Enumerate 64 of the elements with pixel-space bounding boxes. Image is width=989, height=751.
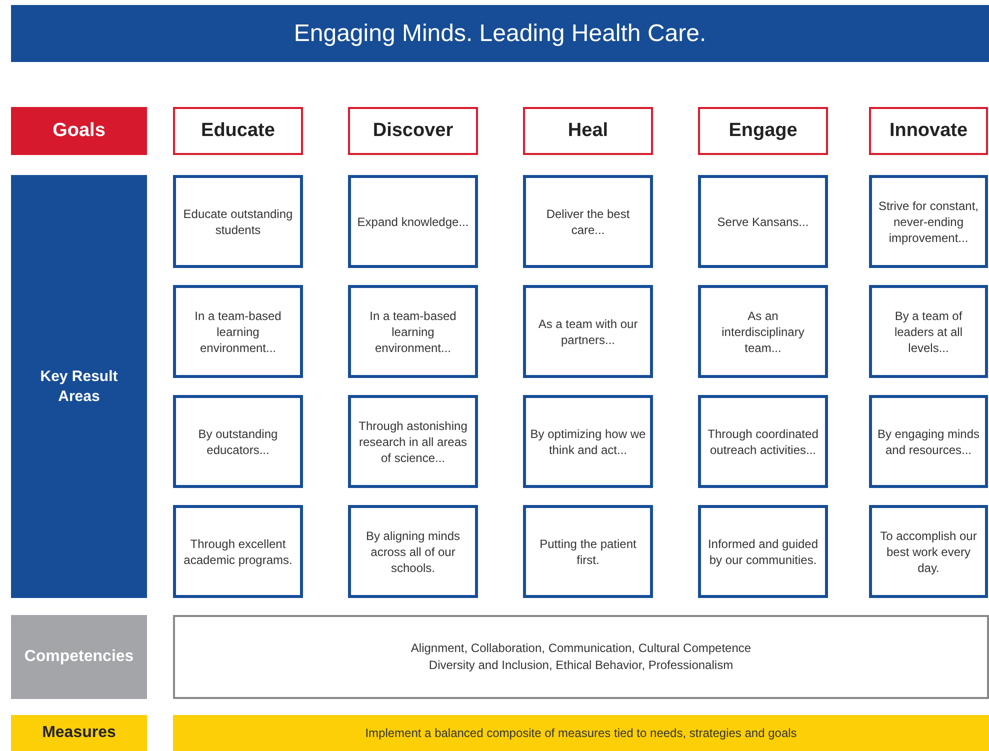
node-text: In a team-based learning environment... — [368, 308, 458, 356]
key-result-areas-label — [11, 175, 147, 598]
node-text: Key Result Areas — [39, 366, 119, 406]
node-text: By a team of leaders at all levels... — [893, 308, 964, 356]
node-text: By outstanding educators... — [197, 426, 279, 458]
key-result-box — [523, 505, 653, 598]
key-result-box — [698, 505, 828, 598]
key-result-box — [348, 395, 478, 488]
key-result-box — [523, 395, 653, 488]
measures-bar — [173, 715, 989, 751]
node-text: Measures — [42, 723, 116, 743]
node-text: Through excellent academic programs. — [182, 536, 294, 568]
node-text: Implement a balanced composite of measures tied to needs, strategies and goals — [365, 725, 797, 742]
node-text: Innovate — [889, 118, 968, 143]
key-result-box — [348, 285, 478, 378]
goal-box — [698, 107, 828, 155]
node-text: To accomplish our best work every day. — [879, 528, 978, 576]
key-result-box — [173, 285, 303, 378]
node-text: Discover — [372, 118, 454, 143]
key-result-box — [173, 505, 303, 598]
key-result-box — [698, 395, 828, 488]
node-text: Competencies — [24, 647, 134, 667]
key-result-box — [523, 175, 653, 268]
node-text: Engage — [728, 118, 798, 143]
goal-box — [173, 107, 303, 155]
competencies-label — [11, 615, 147, 699]
key-result-box — [173, 395, 303, 488]
key-result-box — [348, 505, 478, 598]
node-text: Alignment, Collaboration, Communication, Cultural Competence — [410, 640, 752, 657]
node-text: Expand knowledge... — [357, 214, 469, 230]
goal-box — [869, 107, 988, 155]
goal-box — [523, 107, 653, 155]
node-text: Educate outstanding students — [182, 206, 294, 238]
node-text: Through astonishing research in all areas of science... — [358, 418, 468, 466]
key-result-box — [869, 395, 988, 488]
title-banner: Engaging Minds. Leading Health Care. — [11, 5, 989, 62]
node-text: As an interdisciplinary team... — [720, 308, 806, 356]
key-result-box — [869, 175, 988, 268]
node-text: Informed and guided by our communities. — [706, 536, 820, 568]
node-text: Deliver the best care... — [545, 206, 631, 238]
measures-label — [11, 715, 147, 751]
node-text: Diversity and Inclusion, Ethical Behavior, Professionalism — [428, 657, 734, 674]
competencies-box — [173, 615, 989, 699]
node-text: Putting the patient first. — [538, 536, 638, 568]
goals-label — [11, 107, 147, 155]
node-text: Through coordinated outreach activities... — [706, 426, 820, 458]
key-result-box — [523, 285, 653, 378]
node-text: By aligning minds across all of our schools. — [364, 528, 462, 576]
goal-box — [348, 107, 478, 155]
node-text: Heal — [568, 118, 608, 143]
node-text: By optimizing how we think and act... — [530, 426, 646, 458]
node-text: As a team with our partners... — [537, 316, 639, 348]
node-text: By engaging minds and resources... — [876, 426, 981, 458]
node-text: Educate — [201, 118, 275, 143]
key-result-box — [173, 175, 303, 268]
key-result-box — [698, 175, 828, 268]
key-result-box — [348, 175, 478, 268]
node-text: Goals — [52, 118, 106, 143]
key-result-box — [869, 285, 988, 378]
key-result-box — [869, 505, 988, 598]
key-result-box — [698, 285, 828, 378]
node-text: In a team-based learning environment... — [194, 308, 282, 356]
node-text: Serve Kansans... — [717, 214, 809, 230]
node-text: Strive for constant, never-ending improvement... — [877, 198, 980, 246]
